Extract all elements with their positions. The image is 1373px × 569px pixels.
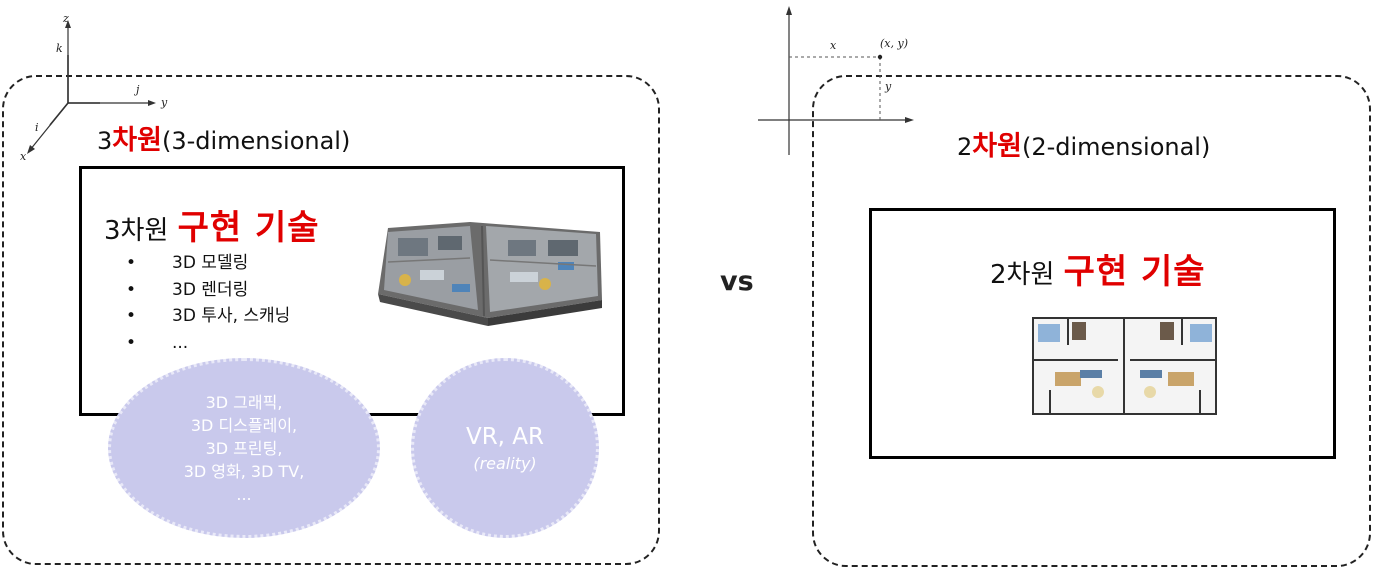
heading-highlight: 구현 기술 (177, 208, 320, 248)
axis-label-k: k (56, 42, 63, 55)
axis-label-j: j (136, 83, 140, 96)
title-korean: 차원 (112, 125, 162, 156)
ellipse-line: 3D 디스플레이, (190, 415, 298, 435)
ellipse-line: 3D 프린팅, (205, 438, 283, 458)
point-label: (x, y) (880, 37, 908, 50)
list-item: 3D 모델링 (112, 250, 290, 277)
title-korean: 차원 (972, 131, 1022, 162)
ellipse-line: 3D 그래픽, (205, 392, 283, 412)
title-number: 3 (97, 127, 113, 155)
left-panel-title: 3차원(3-dimensional) (97, 118, 350, 157)
list-item: 3D 렌더링 (112, 277, 290, 304)
3d-tech-heading: 3차원 구현 기술 (104, 200, 320, 249)
ellipse-line: 3D 영화, 3D TV, (183, 461, 305, 481)
reality-label: (reality) (473, 453, 537, 473)
title-english: (3-dimensional) (161, 127, 351, 155)
title-english: (2-dimensional) (1021, 133, 1211, 161)
3d-applications-ellipse: 3D 그래픽, 3D 디스플레이, 3D 프린팅, 3D 영화, 3D TV, … (108, 358, 380, 538)
2d-tech-heading: 2차원 구현 기술 (990, 244, 1206, 293)
axis-label-x: x (830, 39, 837, 52)
list-item: ... (112, 330, 290, 357)
list-item: 3D 투사, 스캐닝 (112, 303, 290, 330)
title-number: 2 (957, 133, 973, 161)
axis-label-x: x (20, 150, 27, 163)
vs-label: vs (720, 266, 754, 297)
3d-floorplan-image (378, 222, 602, 326)
left-panel-3d (2, 75, 660, 565)
right-panel-2d (812, 75, 1371, 567)
3d-tech-list: 3D 모델링 3D 렌더링 3D 투사, 스캐닝 ... (112, 250, 290, 356)
heading-highlight: 구현 기술 (1063, 252, 1206, 292)
axis-label-y: y (885, 80, 892, 93)
2d-floorplan-image (1032, 317, 1217, 415)
axis-label-i: i (35, 121, 39, 134)
right-panel-title: 2차원(2-dimensional) (957, 124, 1210, 163)
heading-prefix: 3차원 (104, 216, 169, 246)
2d-axes-diagram (758, 6, 914, 155)
axis-label-y: y (161, 96, 168, 109)
3d-axes-diagram (27, 20, 156, 154)
ellipse-line: ... (236, 484, 252, 504)
heading-prefix: 2차원 (990, 260, 1055, 290)
axis-label-z: z (63, 12, 69, 25)
vr-ar-ellipse: VR, AR (reality) (411, 358, 599, 538)
vr-ar-label: VR, AR (465, 423, 545, 450)
